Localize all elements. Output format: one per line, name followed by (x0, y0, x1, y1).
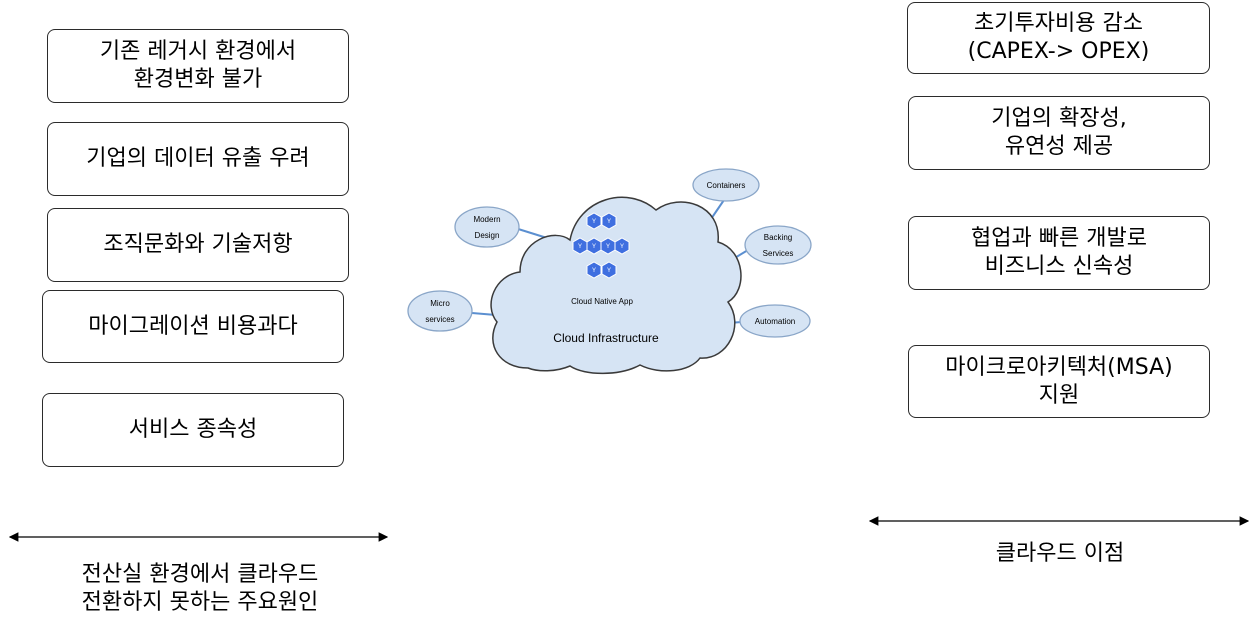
node-backing-services: Backing Services (744, 225, 812, 265)
node-automation: Automation (739, 304, 811, 338)
left-item-migration-cost: 마이그레이션 비용과다 (42, 290, 344, 363)
left-item-vendor-lock: 서비스 종속성 (42, 393, 344, 467)
svg-text:Services: Services (763, 249, 794, 258)
left-caption: 전산실 환경에서 클라우드 전환하지 못하는 주요원인 (81, 562, 319, 615)
svg-text:Automation: Automation (755, 317, 795, 326)
cloud-native-diagram: Y Y Y Y Y Y Y Y Cloud Native App Cloud Infra… (407, 168, 812, 375)
svg-text:Y: Y (607, 219, 611, 225)
hexagon-icon-cluster (572, 212, 630, 279)
left-item-data-leak: 기업의 데이터 유출 우려 (47, 122, 349, 196)
svg-text:Y: Y (607, 268, 611, 274)
svg-text:Y: Y (620, 244, 624, 250)
svg-text:Y: Y (592, 219, 596, 225)
right-item-msa: 마이크로아키텍처(MSA) 지원 (908, 345, 1210, 418)
cloud-shape (490, 196, 742, 375)
svg-text:Containers: Containers (707, 181, 746, 190)
svg-text:Y: Y (592, 268, 596, 274)
right-item-capex-opex: 초기투자비용 감소 (CAPEX-> OPEX) (907, 2, 1210, 74)
svg-text:Backing: Backing (764, 233, 792, 242)
right-caption: 클라우드 이점 (995, 541, 1125, 566)
left-item-legacy: 기존 레거시 환경에서 환경변화 불가 (47, 29, 349, 103)
node-containers: Containers (692, 168, 760, 202)
right-item-agility: 협업과 빠른 개발로 비즈니스 신속성 (908, 216, 1210, 290)
svg-text:Micro: Micro (430, 299, 450, 308)
left-item-culture: 조직문화와 기술저항 (47, 208, 349, 282)
svg-text:Y: Y (592, 244, 596, 250)
connector-modern (514, 227, 548, 239)
svg-text:Y: Y (578, 244, 582, 250)
svg-text:Y: Y (606, 244, 610, 250)
cloud-infra-label: Cloud Infrastructure (553, 331, 659, 345)
svg-text:services: services (425, 315, 454, 324)
node-micro-services: Micro services (407, 290, 473, 332)
svg-text:Design: Design (475, 231, 500, 240)
svg-text:Modern: Modern (473, 215, 500, 224)
node-modern-design: Modern Design (454, 206, 520, 248)
right-item-scalability: 기업의 확장성, 유연성 제공 (908, 96, 1210, 170)
cloud-native-app-label: Cloud Native App (571, 297, 633, 306)
